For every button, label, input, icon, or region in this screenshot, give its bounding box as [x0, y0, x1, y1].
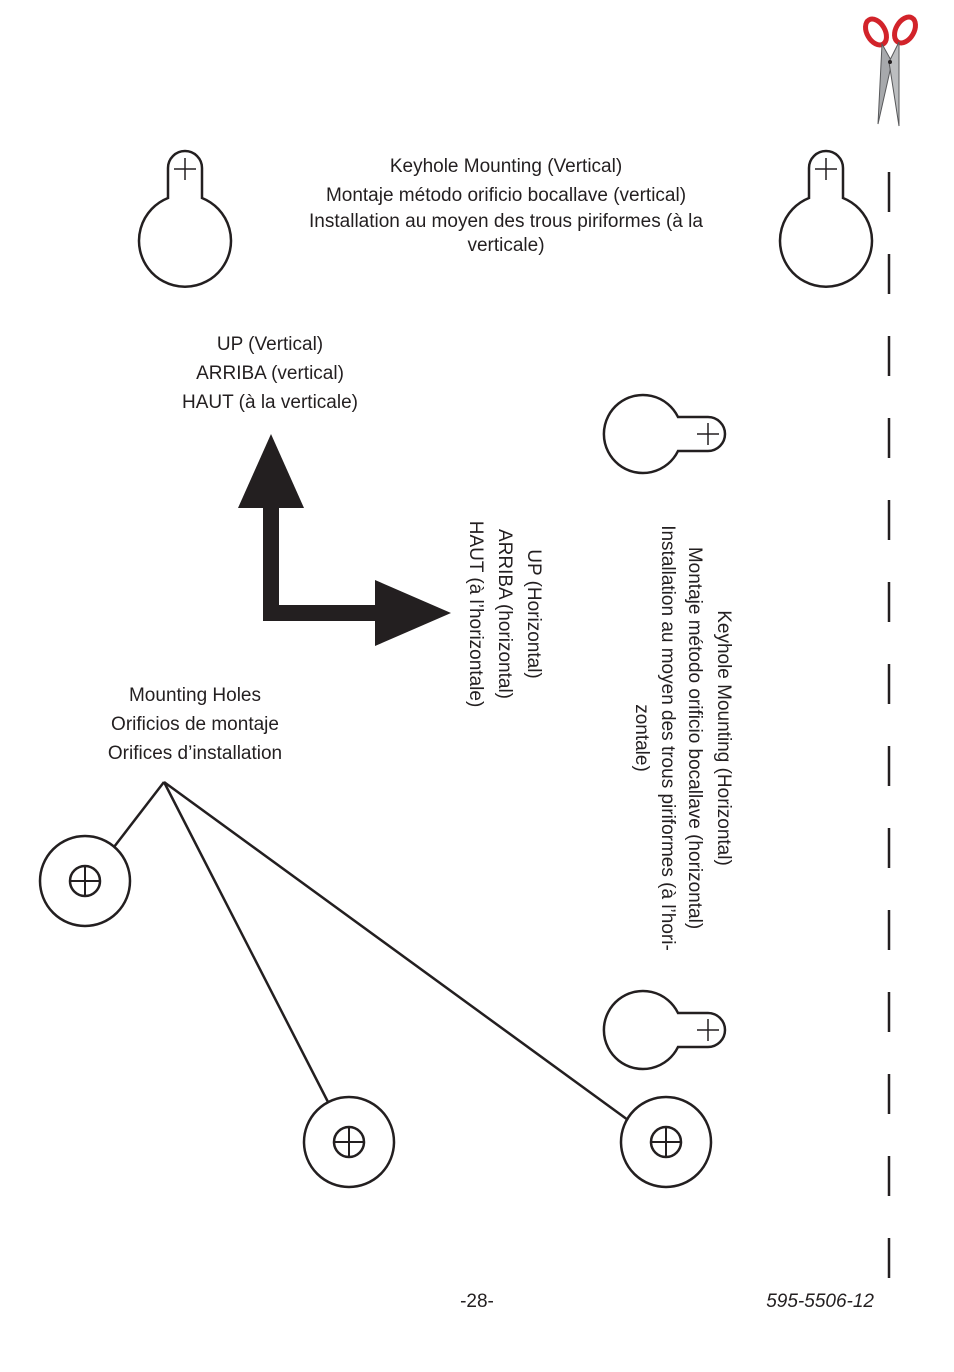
mounting-holes-label: Mounting Holes Orificios de montaje Orif…: [90, 681, 300, 768]
keyhole-vertical-right: [778, 149, 874, 288]
keyhole-horizontal-line-fr: Installation au moyen des trous piriform…: [631, 525, 678, 951]
keyhole-horizontal-line-en: Keyhole Mounting (Horizontal): [713, 610, 734, 866]
up-horizontal-label: UP (Horizontal) ARRIBA (horizontal) HAUT…: [461, 514, 548, 714]
orientation-arrow: [238, 434, 451, 646]
mounting-holes-line-fr: Orifices d’installation: [107, 743, 283, 764]
up-vertical-line-es: ARRIBA (vertical): [196, 363, 344, 384]
page-number: -28-: [460, 1291, 494, 1312]
document-code: 595-5506-12: [766, 1291, 874, 1312]
up-horizontal-line-es: ARRIBA (horizontal): [494, 528, 515, 699]
keyhole-vertical-line-es: Montaje método orificio bocallave (verti…: [325, 185, 687, 206]
mounting-hole-left: [38, 834, 132, 928]
keyhole-horizontal-label: Keyhole Mounting (Horizontal) Montaje mé…: [628, 508, 738, 968]
mounting-hole-bottom-right: [619, 1095, 713, 1189]
leader-lines: [113, 780, 629, 1122]
scissors-icon: [863, 14, 918, 127]
up-horizontal-line-fr: HAUT (à l’horizontale): [465, 520, 486, 708]
keyhole-vertical-line-fr: Installation au moyen des trous piriform…: [309, 211, 703, 256]
mounting-hole-bottom-center: [302, 1095, 396, 1189]
up-vertical-line-fr: HAUT (à la verticale): [182, 392, 358, 413]
keyhole-vertical-label: Keyhole Mounting (Vertical) Montaje méto…: [296, 152, 716, 258]
mounting-holes-line-es: Orificios de montaje: [111, 714, 279, 735]
up-horizontal-line-en: UP (Horizontal): [523, 549, 544, 679]
up-vertical-label: UP (Vertical) ARRIBA (vertical) HAUT (à …: [160, 330, 380, 417]
keyhole-vertical-line-en: Keyhole Mounting (Vertical): [389, 156, 623, 177]
mounting-holes-line-en: Mounting Holes: [128, 685, 262, 706]
keyhole-horizontal-line-es: Montaje método orificio bocallave (horiz…: [684, 546, 705, 930]
keyhole-horizontal-top: [602, 393, 727, 475]
keyhole-vertical-left: [137, 149, 233, 288]
keyhole-horizontal-bottom: [602, 989, 727, 1071]
up-vertical-line-en: UP (Vertical): [216, 334, 324, 355]
